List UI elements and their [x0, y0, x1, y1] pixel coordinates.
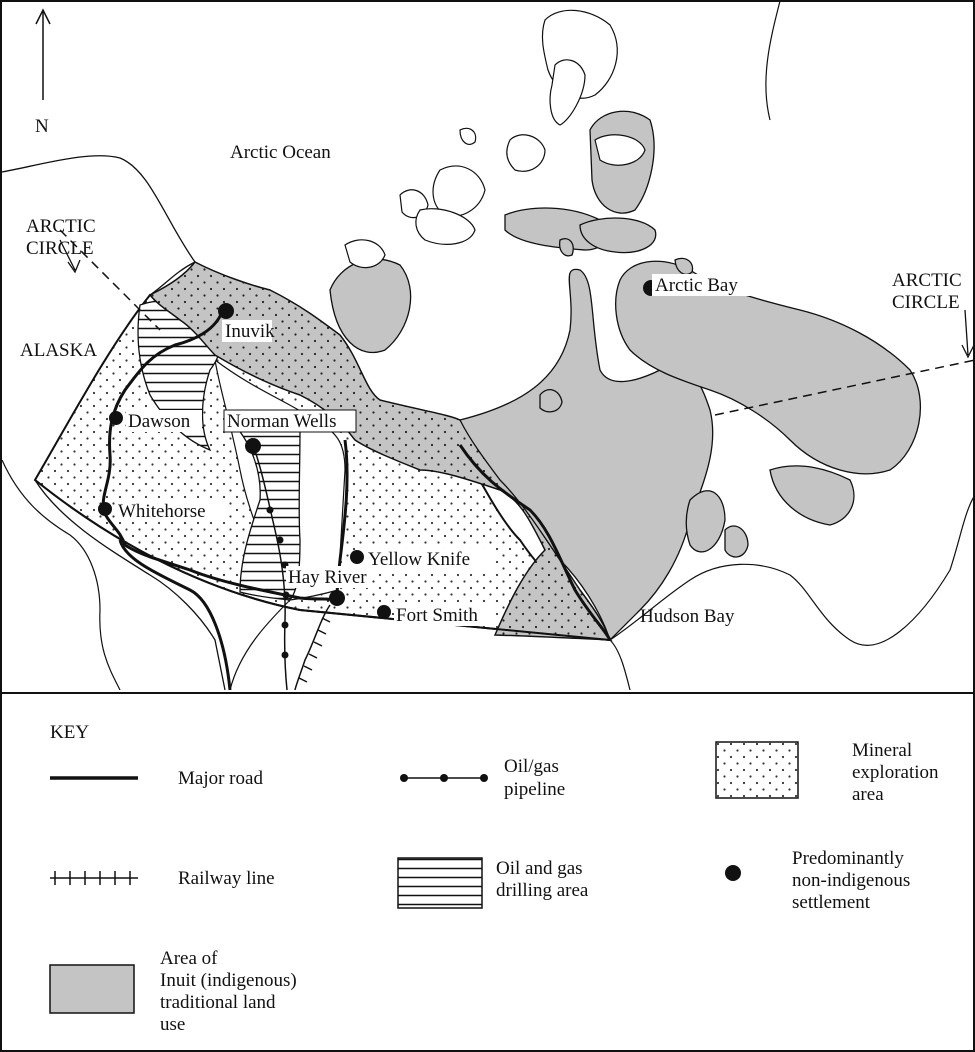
- key-settlement-symbol: [725, 865, 741, 881]
- dawson-label: Dawson: [128, 411, 191, 432]
- norman-wells-label: Norman Wells: [227, 411, 336, 432]
- greenland-edge: [765, 0, 781, 121]
- settlement-dot-yellow-knife: [350, 550, 364, 564]
- key-major-road-label: Major road: [178, 768, 263, 789]
- key-railway-symbol: [50, 871, 138, 885]
- map-key: KEY Major road Railway line Area of Inui…: [49, 722, 939, 1035]
- key-inuit-label-2: Inuit (indigenous): [160, 970, 297, 991]
- whitehorse-label-box: [116, 500, 226, 522]
- arctic-bay-label-box: [652, 274, 750, 296]
- norman-wells-label-box: [223, 409, 357, 433]
- arctic-ocean-label: Arctic Ocean: [230, 142, 331, 163]
- yellow-knife-label-box: [366, 548, 494, 570]
- arctic-bay-label: Arctic Bay: [655, 275, 738, 296]
- key-title: KEY: [50, 722, 89, 743]
- arctic-circle-west-label-2: CIRCLE: [26, 238, 94, 259]
- key-settlement-label-1: Predominantly: [792, 848, 904, 869]
- key-inuit-symbol: [49, 964, 135, 1014]
- arctic-circle-west-line: [59, 229, 161, 331]
- settlement-dot-whitehorse: [98, 502, 112, 516]
- arctic-islands: [344, 9, 646, 269]
- southern-boundary: [34, 479, 611, 641]
- key-drilling-label-2: drilling area: [496, 880, 589, 901]
- fort-smith-label-box: [394, 604, 494, 626]
- settlement-dot-fort-smith: [377, 605, 391, 619]
- hudson-bay-label: Hudson Bay: [640, 606, 735, 627]
- dawson-label-box: [126, 410, 202, 432]
- arctic-circle-east-label-2: CIRCLE: [892, 292, 960, 313]
- arctic-circle-west-arrow: [59, 239, 81, 274]
- key-settlement-label-2: non-indigenous: [792, 870, 910, 891]
- north-arrow-head: [35, 8, 51, 25]
- key-mineral-label-2: exploration: [852, 762, 939, 783]
- major-road-east: [458, 444, 612, 641]
- key-inuit-label-1: Area of: [160, 948, 218, 969]
- key-settlement-label-3: settlement: [792, 892, 871, 913]
- key-mineral-label-1: Mineral: [852, 740, 912, 761]
- yellow-knife-label: Yellow Knife: [368, 549, 470, 570]
- inuvik-label-box: [222, 320, 272, 342]
- major-road-south: [118, 539, 232, 691]
- railway-line: [294, 604, 331, 691]
- arctic-circle-east-label-1: ARCTIC: [892, 270, 962, 291]
- arctic-circle-east-arrow: [961, 309, 975, 359]
- key-pipeline-label-2: pipeline: [504, 779, 565, 800]
- alaska-label: ALASKA: [20, 340, 97, 361]
- oil-gas-pipeline: [252, 444, 290, 691]
- key-drilling-symbol: [397, 857, 483, 909]
- arctic-circle-west-label-1: ARCTIC: [26, 216, 96, 237]
- key-pipeline-label-1: Oil/gas: [504, 756, 559, 777]
- hudson-bay-coast: [609, 494, 975, 691]
- settlement-dot-inuvik: [218, 303, 234, 319]
- fort-smith-label: Fort Smith: [396, 605, 478, 626]
- key-drilling-label-1: Oil and gas: [496, 858, 583, 879]
- key-mineral-symbol: [715, 741, 799, 799]
- key-inuit-label-3: traditional land: [160, 992, 276, 1013]
- inuit-islands: [329, 110, 922, 642]
- hay-river-label: Hay River: [288, 567, 367, 588]
- settlement-dot-hay-river: [329, 590, 345, 606]
- inuit-area-mainland: [148, 261, 612, 641]
- north-label: N: [35, 116, 49, 137]
- settlement-dot-dawson: [109, 411, 123, 425]
- whitehorse-label: Whitehorse: [118, 501, 206, 522]
- settlement-dot-norman-wells: [245, 438, 261, 454]
- inuvik-label: Inuvik: [225, 321, 275, 342]
- alaska-south-coast: [1, 459, 121, 691]
- key-inuit-label-4: use: [160, 1014, 185, 1035]
- hay-river-label-box: [286, 566, 372, 588]
- key-pipeline-symbol: [400, 774, 488, 782]
- map-area: N Arctic Ocean ARCTIC CIRCLE ARCTIC CIRC…: [1, 0, 975, 691]
- key-mineral-label-3: area: [852, 784, 884, 805]
- key-railway-label: Railway line: [178, 868, 275, 889]
